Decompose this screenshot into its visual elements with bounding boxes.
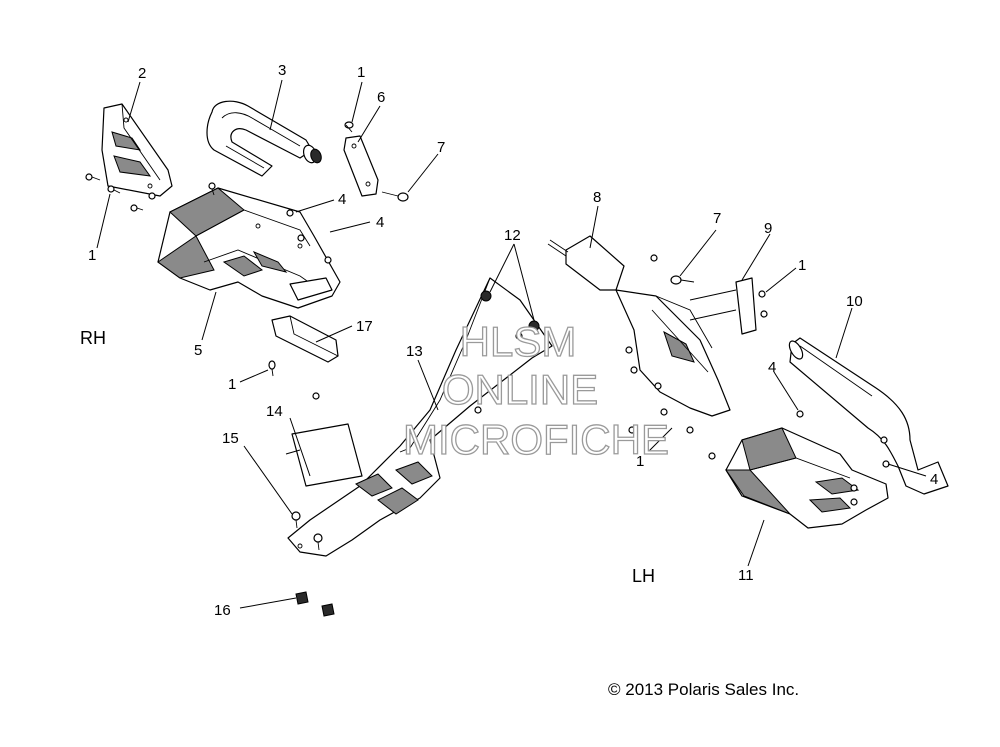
callout-8: 8 xyxy=(593,189,601,206)
bolt xyxy=(670,275,695,285)
watermark-line-3: MICROFICHE xyxy=(403,416,669,463)
bolt xyxy=(625,346,633,354)
lh-inner-shield xyxy=(615,289,731,417)
callout-16: 16 xyxy=(214,602,231,619)
callout-4: 4 xyxy=(930,471,938,488)
part-6-hanger-bracket xyxy=(343,135,379,197)
bolt xyxy=(850,484,858,492)
part-14-sheet xyxy=(291,423,363,487)
watermark-line-2: ONLINE xyxy=(442,366,598,413)
callout-6: 6 xyxy=(377,89,385,106)
callout-1: 1 xyxy=(798,257,806,274)
callout-1: 1 xyxy=(636,453,644,470)
part-13-skid-plate xyxy=(287,277,553,557)
callout-11: 11 xyxy=(738,567,754,584)
part-11-lh-heat-shield xyxy=(725,427,889,529)
callout-7: 7 xyxy=(713,210,721,227)
bolt xyxy=(381,191,409,202)
callout-17: 17 xyxy=(356,318,373,335)
bolt xyxy=(344,121,354,133)
copyright-notice: © 2013 Polaris Sales Inc. xyxy=(608,680,799,699)
bolt xyxy=(130,204,144,212)
callout-4: 4 xyxy=(768,359,776,376)
callout-2: 2 xyxy=(138,65,146,82)
bolt xyxy=(312,392,320,400)
callout-15: 15 xyxy=(222,430,239,447)
callout-13: 13 xyxy=(406,343,423,360)
bolt xyxy=(758,290,766,298)
bolt xyxy=(85,173,101,181)
callout-4: 4 xyxy=(376,214,384,231)
callouts: 2 3 1 6 7 1 4 4 5 17 1 13 12 14 15 16 8 … xyxy=(88,62,938,619)
part-2-bracket xyxy=(101,103,173,197)
bolt xyxy=(796,410,804,418)
callout-7: 7 xyxy=(437,139,445,156)
watermark: HLSM ONLINE MICROFICHE xyxy=(402,317,669,463)
callout-14: 14 xyxy=(266,403,283,420)
part-9-hanger-bracket xyxy=(689,277,757,335)
side-label-rh: RH xyxy=(80,328,106,348)
bolt xyxy=(628,426,636,434)
callout-4: 4 xyxy=(338,191,346,208)
bolt xyxy=(148,192,156,200)
bolt xyxy=(708,452,716,460)
bolt xyxy=(654,382,662,390)
part-5-rh-heat-shield xyxy=(157,187,341,309)
bolt xyxy=(313,533,323,551)
part-10-exhaust-pipe xyxy=(788,337,949,495)
callout-10: 10 xyxy=(846,293,863,310)
bolt xyxy=(286,209,294,217)
callout-1: 1 xyxy=(228,376,236,393)
bolt xyxy=(515,332,523,340)
bolt xyxy=(686,426,694,434)
bolt xyxy=(291,511,301,529)
bolt xyxy=(324,256,332,264)
callout-1: 1 xyxy=(88,247,96,264)
bolt xyxy=(760,310,768,318)
bolt xyxy=(880,436,888,444)
bolt xyxy=(850,498,858,506)
callout-9: 9 xyxy=(764,220,772,237)
clip xyxy=(295,591,309,605)
part-3-exhaust-pipe xyxy=(206,100,322,177)
bolt xyxy=(107,185,121,194)
part-8-lh-bracket xyxy=(547,235,625,291)
part-17-bracket xyxy=(271,315,339,363)
side-label-lh: LH xyxy=(632,566,655,586)
callout-5: 5 xyxy=(194,342,202,359)
bolt xyxy=(268,360,276,377)
watermark-line-1: HLSM xyxy=(460,318,577,365)
bolt xyxy=(660,408,668,416)
bolt xyxy=(630,366,638,374)
bolt xyxy=(650,254,658,262)
bolt xyxy=(474,406,482,414)
callout-3: 3 xyxy=(278,62,286,79)
fasteners xyxy=(85,121,890,617)
callout-12: 12 xyxy=(504,227,521,244)
clip xyxy=(321,603,335,617)
bolt xyxy=(297,234,305,242)
callout-1: 1 xyxy=(357,64,365,81)
leader-lines xyxy=(96,79,927,609)
bolt xyxy=(208,182,216,196)
